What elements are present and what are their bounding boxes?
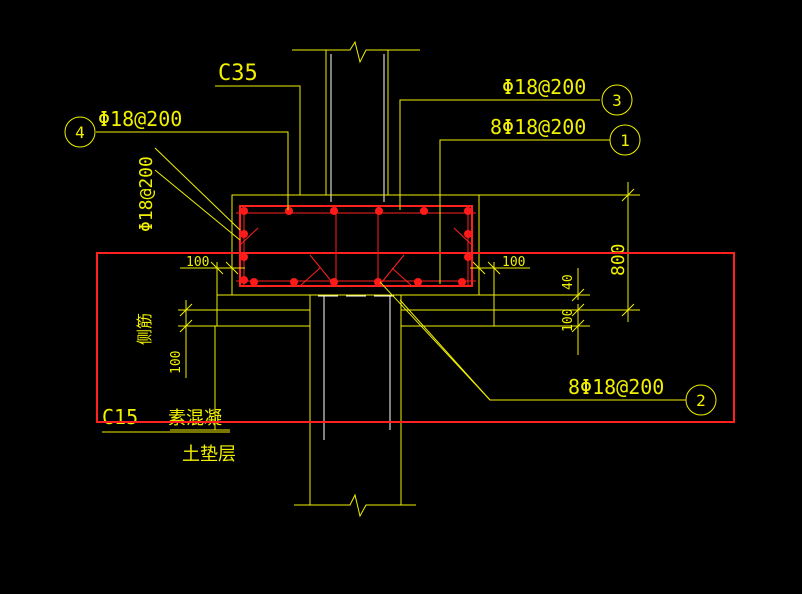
rebar-dot	[414, 278, 422, 286]
label-dim-40: 40	[561, 274, 576, 290]
leader-rebar-vertical	[154, 147, 241, 241]
label-dim-100-right: 100	[502, 255, 525, 270]
label-rebar-vertical: Φ18@200	[136, 156, 157, 232]
callout-2-label: 2	[696, 391, 706, 410]
footing-outline	[231, 194, 480, 296]
rebar-dot	[250, 278, 258, 286]
label-dim-100-left: 100	[186, 255, 209, 270]
dimension-100-side	[178, 300, 217, 378]
rebar-dot	[240, 276, 248, 284]
dimension-40	[494, 268, 590, 302]
rebar-dot	[464, 230, 472, 238]
dimension-100-right-top	[470, 261, 530, 300]
label-dim-100-lower: 100	[561, 309, 576, 332]
callout-1: 1	[609, 124, 641, 156]
rebar-cage	[236, 205, 476, 287]
rebar-dot	[375, 207, 383, 215]
upper-column	[330, 54, 385, 202]
upper-column-break	[292, 40, 420, 195]
callout-3: 3	[601, 84, 633, 116]
leader-rebar-2	[379, 281, 686, 401]
callout-2: 2	[685, 384, 717, 416]
rebar-dot	[374, 278, 382, 286]
label-bedding-1: 素混凝	[168, 408, 222, 429]
rebar-dot	[330, 278, 338, 286]
label-rebar-3: Φ18@200	[502, 75, 586, 99]
callout-4-label: 4	[75, 123, 85, 142]
rebar-dot	[240, 253, 248, 261]
rebar-dot	[464, 253, 472, 261]
rebar-dot	[464, 207, 472, 215]
highlight-box	[96, 252, 735, 423]
rebar-dot	[420, 207, 428, 215]
label-c15: C15	[102, 405, 138, 429]
rebar-dot	[240, 230, 248, 238]
label-c35: C35	[218, 61, 258, 86]
label-bedding-2: 土垫层	[182, 444, 236, 465]
label-rebar-1: 8Φ18@200	[490, 115, 586, 139]
label-dim-100-side: 100	[169, 351, 184, 374]
rebar-dot	[330, 207, 338, 215]
label-side-bar: 侧筋	[135, 313, 154, 345]
rebar-dot	[240, 207, 248, 215]
leader-rebar-4	[96, 131, 289, 210]
callout-3-label: 3	[612, 91, 622, 110]
label-dim-800: 800	[608, 243, 629, 276]
bedding-layer	[216, 294, 495, 327]
rebar-dot	[290, 278, 298, 286]
leader-bedding	[102, 326, 230, 433]
lower-column	[294, 294, 416, 518]
rebar-dot	[285, 207, 293, 215]
label-rebar-2: 8Φ18@200	[568, 375, 664, 399]
dimension-100-left-top	[180, 261, 245, 300]
rebar-dot	[458, 278, 466, 286]
leader-rebar-3	[399, 99, 600, 210]
leader-rebar-1	[439, 139, 610, 284]
rebar-dots	[240, 207, 472, 286]
dimension-100-lower	[494, 303, 590, 355]
label-rebar-4: Φ18@200	[98, 107, 182, 131]
callout-1-label: 1	[620, 131, 630, 150]
callout-4: 4	[64, 116, 96, 148]
leader-c35	[215, 85, 301, 195]
dimension-800	[479, 182, 640, 322]
